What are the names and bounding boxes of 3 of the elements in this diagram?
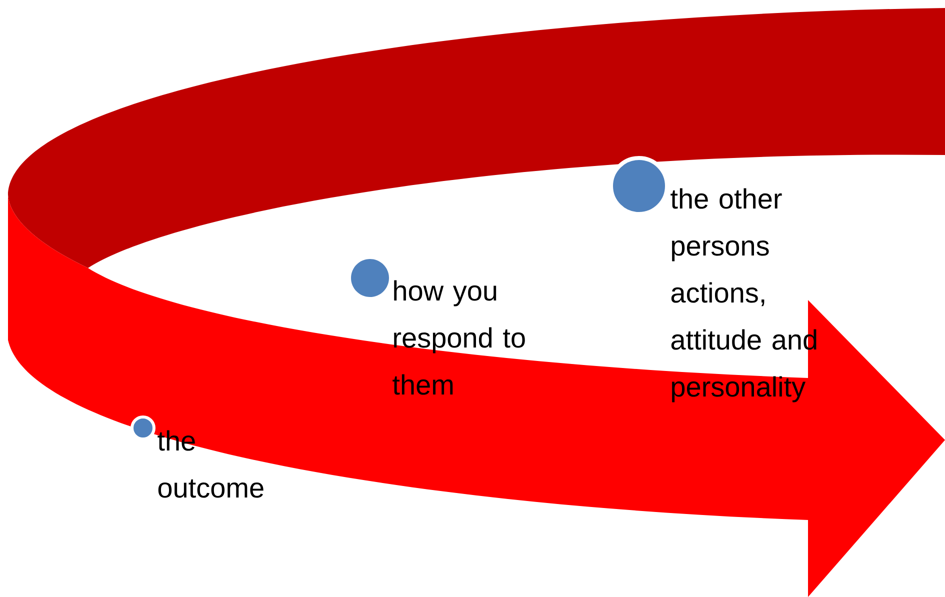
dot-caption: how you respond to them [392, 280, 525, 395]
dot-marker [130, 416, 156, 440]
dot-marker [351, 259, 389, 297]
